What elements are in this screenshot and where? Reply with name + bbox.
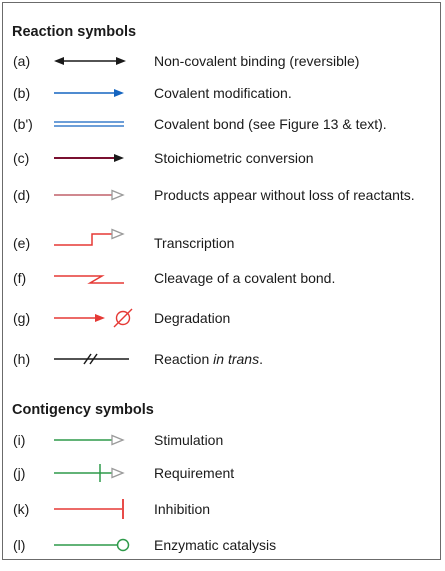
- row-label: Enzymatic catalysis: [154, 537, 277, 553]
- row-code: (c): [13, 150, 30, 166]
- covalent-modification-symbol: [54, 89, 124, 97]
- row-label: Inhibition: [154, 501, 211, 517]
- row-label: Covalent modification.: [154, 85, 292, 101]
- enzymatic-catalysis-symbol: [54, 538, 130, 552]
- row-code: (g): [13, 310, 31, 326]
- row-label: Stimulation: [154, 432, 224, 448]
- row-code: (k): [13, 501, 30, 517]
- products-without-loss-symbol: [54, 189, 125, 201]
- row-h: (h) Reaction in trans.: [0, 349, 445, 385]
- stimulation-symbol: [54, 434, 125, 446]
- inhibition-symbol: [54, 499, 124, 519]
- row-label: Degradation: [154, 310, 231, 326]
- row-code: (d): [13, 187, 31, 203]
- requirement-symbol: [54, 464, 125, 482]
- row-k: (k) Inhibition: [0, 499, 445, 535]
- row-a: (a) Non-covalent binding (reversible): [0, 51, 445, 87]
- row-code: (e): [13, 235, 31, 251]
- row-label: Reaction in trans.: [154, 349, 263, 369]
- row-code: (b): [13, 85, 31, 101]
- row-code: (j): [13, 465, 26, 481]
- row-e: (e) Transcription: [0, 228, 445, 269]
- row-code: (l): [13, 537, 26, 553]
- row-code: (a): [13, 53, 31, 69]
- row-j: (j) Requirement: [0, 463, 445, 499]
- contingency-symbols-heading: Contigency symbols: [12, 402, 154, 418]
- row-label: Transcription: [154, 235, 235, 251]
- label-italic: in trans: [213, 351, 260, 367]
- reaction-symbols-heading: Reaction symbols: [12, 24, 137, 40]
- row-code: (b'): [13, 116, 33, 132]
- legend-box: [2, 2, 441, 560]
- row-code: (i): [13, 432, 26, 448]
- row-d: (d) Products appear without loss of reac…: [0, 185, 445, 221]
- row-b: (b) Covalent modification.: [0, 83, 445, 119]
- row-label: Requirement: [154, 465, 235, 481]
- stoichiometric-conversion-symbol: [54, 154, 124, 162]
- row-code: (h): [13, 351, 31, 367]
- row-label: Cleavage of a covalent bond.: [154, 270, 336, 286]
- row-g: (g) Degradation: [0, 308, 445, 344]
- row-label: Covalent bond (see Figure 13 & text).: [154, 116, 387, 132]
- row-label: Products appear without loss of reactant…: [154, 187, 415, 203]
- label-end: .: [259, 351, 263, 367]
- row-label: Stoichiometric conversion: [154, 150, 314, 166]
- row-label: Non-covalent binding (reversible): [154, 53, 360, 69]
- row-c: (c) Stoichiometric conversion: [0, 148, 445, 184]
- covalent-cleavage-symbol: [54, 275, 124, 284]
- row-f: (f) Cleavage of a covalent bond.: [0, 268, 445, 304]
- covalent-bond-symbol: [54, 121, 124, 127]
- row-i: (i) Stimulation: [0, 430, 445, 466]
- degradation-symbol: [54, 308, 133, 328]
- row-code: (f): [13, 270, 27, 286]
- reaction-in-trans-symbol: [54, 353, 129, 365]
- reversible-binding-symbol: [54, 57, 126, 65]
- row-b-prime: (b') Covalent bond (see Figure 13 & text…: [0, 114, 445, 150]
- label-text: Reaction: [154, 351, 214, 367]
- row-l: (l) Enzymatic catalysis: [0, 535, 445, 571]
- transcription-symbol: [54, 228, 125, 246]
